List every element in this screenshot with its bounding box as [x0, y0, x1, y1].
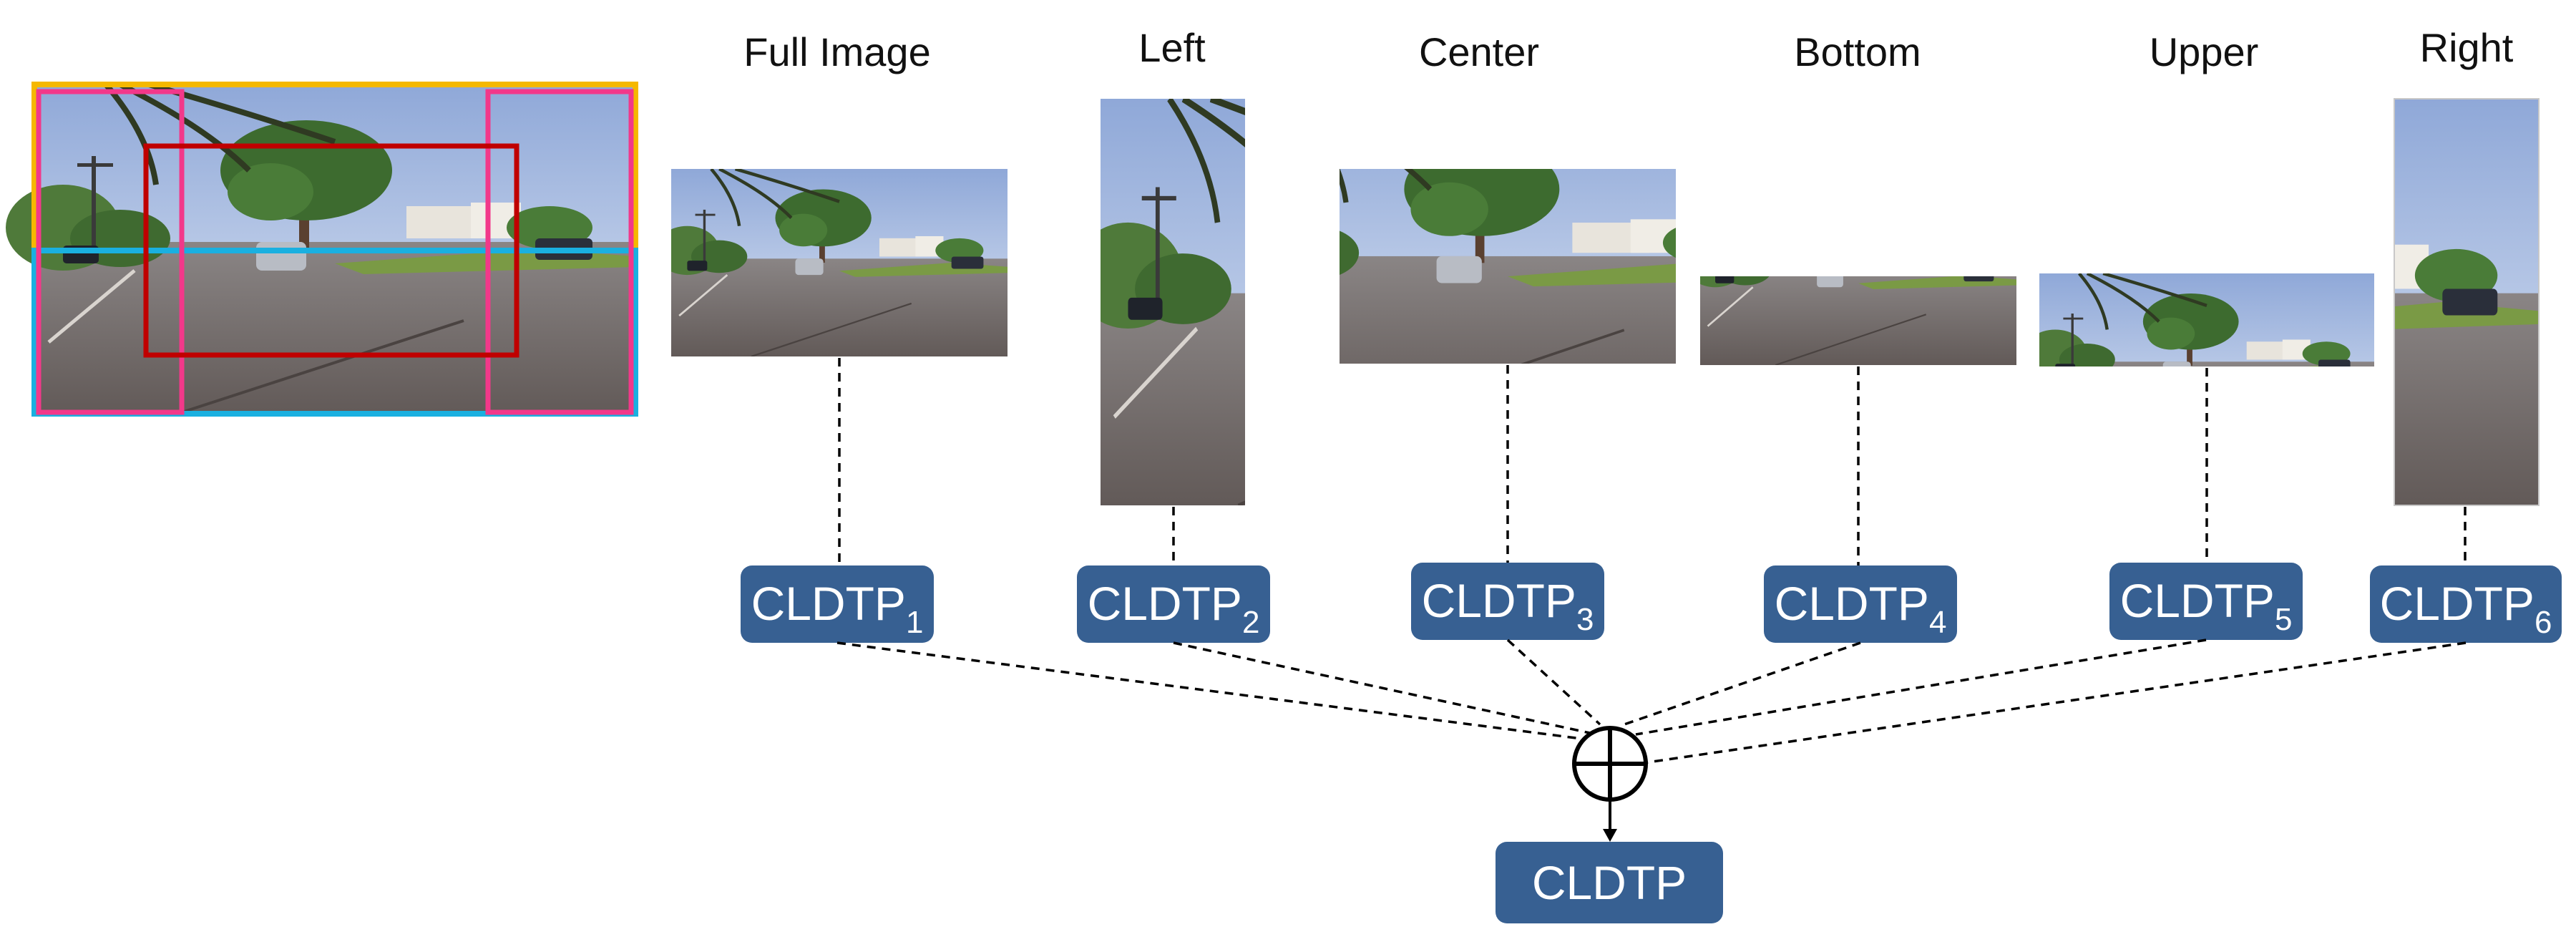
- descriptor-name: CLDTP: [2380, 577, 2534, 630]
- region-label-full-image: Full Image: [743, 29, 930, 74]
- descriptor-box-3: CLDTP3: [1411, 563, 1604, 640]
- descriptor-box-1: CLDTP1: [741, 565, 934, 643]
- region-bottom-outline: [31, 248, 638, 417]
- region-label-right: Right: [2420, 25, 2514, 70]
- descriptor-box-6: CLDTP6: [2370, 565, 2562, 643]
- region-label-upper: Upper: [2150, 29, 2259, 74]
- svg-text:CLDTP6: CLDTP6: [2380, 577, 2552, 640]
- descriptor-box-2: CLDTP2: [1077, 565, 1270, 643]
- descriptor-name: CLDTP: [1088, 577, 1242, 630]
- svg-text:CLDTP1: CLDTP1: [751, 577, 924, 640]
- output-descriptor-box: CLDTP: [1496, 842, 1723, 923]
- descriptor-name: CLDTP: [1775, 577, 1929, 630]
- region-right-outline: [485, 89, 634, 415]
- descriptor-index: 1: [906, 605, 923, 640]
- region-label-left: Left: [1138, 25, 1206, 70]
- output-descriptor-label: CLDTP: [1532, 856, 1687, 909]
- svg-text:CLDTP4: CLDTP4: [1775, 577, 1947, 640]
- descriptor-name: CLDTP: [2120, 574, 2275, 627]
- descriptor-name: CLDTP: [1422, 574, 1576, 627]
- crop-connectors: [838, 358, 2467, 565]
- descriptor-index: 5: [2275, 602, 2292, 637]
- output-arrow: [1603, 800, 1617, 842]
- svg-text:CLDTP5: CLDTP5: [2120, 574, 2293, 637]
- descriptor-box-5: CLDTP5: [2109, 563, 2303, 640]
- descriptor-index: 6: [2534, 605, 2552, 640]
- region-center-outline: [143, 143, 519, 358]
- descriptor-index: 4: [1929, 605, 1946, 640]
- descriptor-name: CLDTP: [751, 577, 906, 630]
- svg-text:CLDTP3: CLDTP3: [1422, 574, 1594, 637]
- descriptor-index: 2: [1242, 605, 1259, 640]
- descriptor-box-4: CLDTP4: [1764, 565, 1957, 643]
- crop-center: [1210, 109, 1779, 417]
- source-image: [6, 82, 638, 417]
- region-label-bottom: Bottom: [1794, 29, 1921, 74]
- descriptor-index: 3: [1576, 602, 1594, 637]
- crop-upper: [2024, 273, 2374, 458]
- region-left-outline: [36, 89, 185, 415]
- sum-circle-icon: [1572, 726, 1648, 802]
- crop-bottom: [1685, 186, 2016, 365]
- region-label-center: Center: [1419, 29, 1539, 74]
- fusion-connectors: [836, 639, 2467, 764]
- svg-text:CLDTP2: CLDTP2: [1088, 577, 1260, 640]
- crop-full-image: [655, 169, 1008, 356]
